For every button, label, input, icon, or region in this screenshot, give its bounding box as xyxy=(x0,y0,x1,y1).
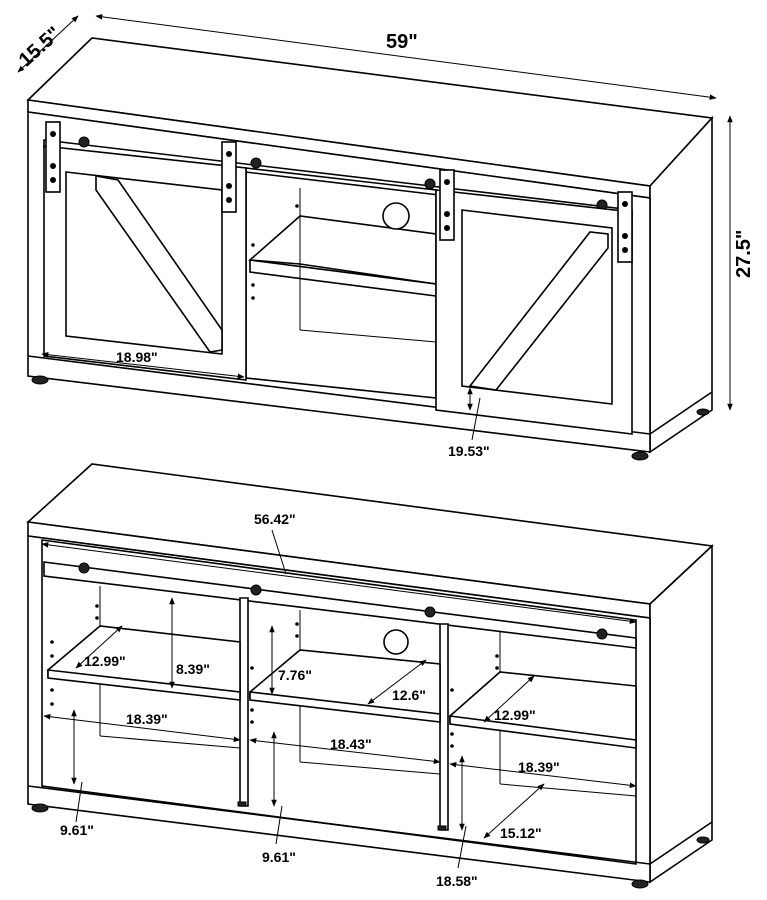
label-overall-width: 59" xyxy=(386,31,418,53)
label-right-shelf-depth: 12.99" xyxy=(494,707,536,723)
label-left-shelf-depth: 12.99" xyxy=(84,653,126,669)
label-center-cabinet-width: 18.43" xyxy=(330,736,372,752)
front-view-dimensions xyxy=(17,14,733,441)
open-view-cabinet xyxy=(26,463,714,889)
label-overall-depth: 15.5" xyxy=(15,23,66,72)
label-left-lower-height: 9.61" xyxy=(60,822,94,838)
label-door-width: 18.98" xyxy=(116,349,158,365)
label-inner-width: 56.42" xyxy=(254,511,296,527)
label-door-height: 19.53" xyxy=(448,443,490,459)
label-left-cabinet-width: 18.39" xyxy=(126,711,168,727)
label-right-lower-height: 18.58" xyxy=(436,873,478,889)
label-right-cabinet-width: 18.39" xyxy=(518,759,560,775)
front-view-cabinet xyxy=(26,37,714,461)
label-center-shelf-depth: 12.6" xyxy=(392,687,426,703)
label-overall-height: 27.5" xyxy=(733,230,755,278)
label-right-lower-depth: 15.12" xyxy=(500,825,542,841)
label-center-lower-height: 9.61" xyxy=(262,849,296,865)
label-left-shelf-clearance: 8.39" xyxy=(176,661,210,677)
label-center-shelf-clearance: 7.76" xyxy=(278,667,312,683)
open-view-dimensions xyxy=(41,529,637,869)
